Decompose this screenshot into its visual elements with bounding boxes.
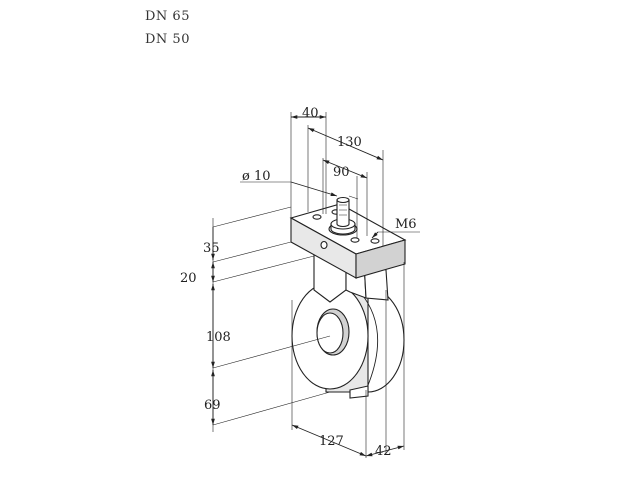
thread-label-m6: M6 <box>395 217 417 232</box>
dimension-90: 90 <box>333 165 350 180</box>
dimension-35: 35 <box>203 241 220 256</box>
dimension-108: 108 <box>206 330 231 345</box>
size-label-dn65: DN 65 <box>145 9 190 24</box>
dimension-diameter-10: ø 10 <box>242 169 271 184</box>
dimension-lines <box>211 112 420 458</box>
size-label-dn50: DN 50 <box>145 32 190 47</box>
dimension-42: 42 <box>375 444 392 459</box>
dimension-20: 20 <box>180 271 197 286</box>
dimension-69: 69 <box>204 398 221 413</box>
dimension-127: 127 <box>319 434 344 449</box>
dimension-40: 40 <box>302 106 319 121</box>
valve-stem <box>328 196 358 236</box>
dimension-130: 130 <box>337 135 362 150</box>
